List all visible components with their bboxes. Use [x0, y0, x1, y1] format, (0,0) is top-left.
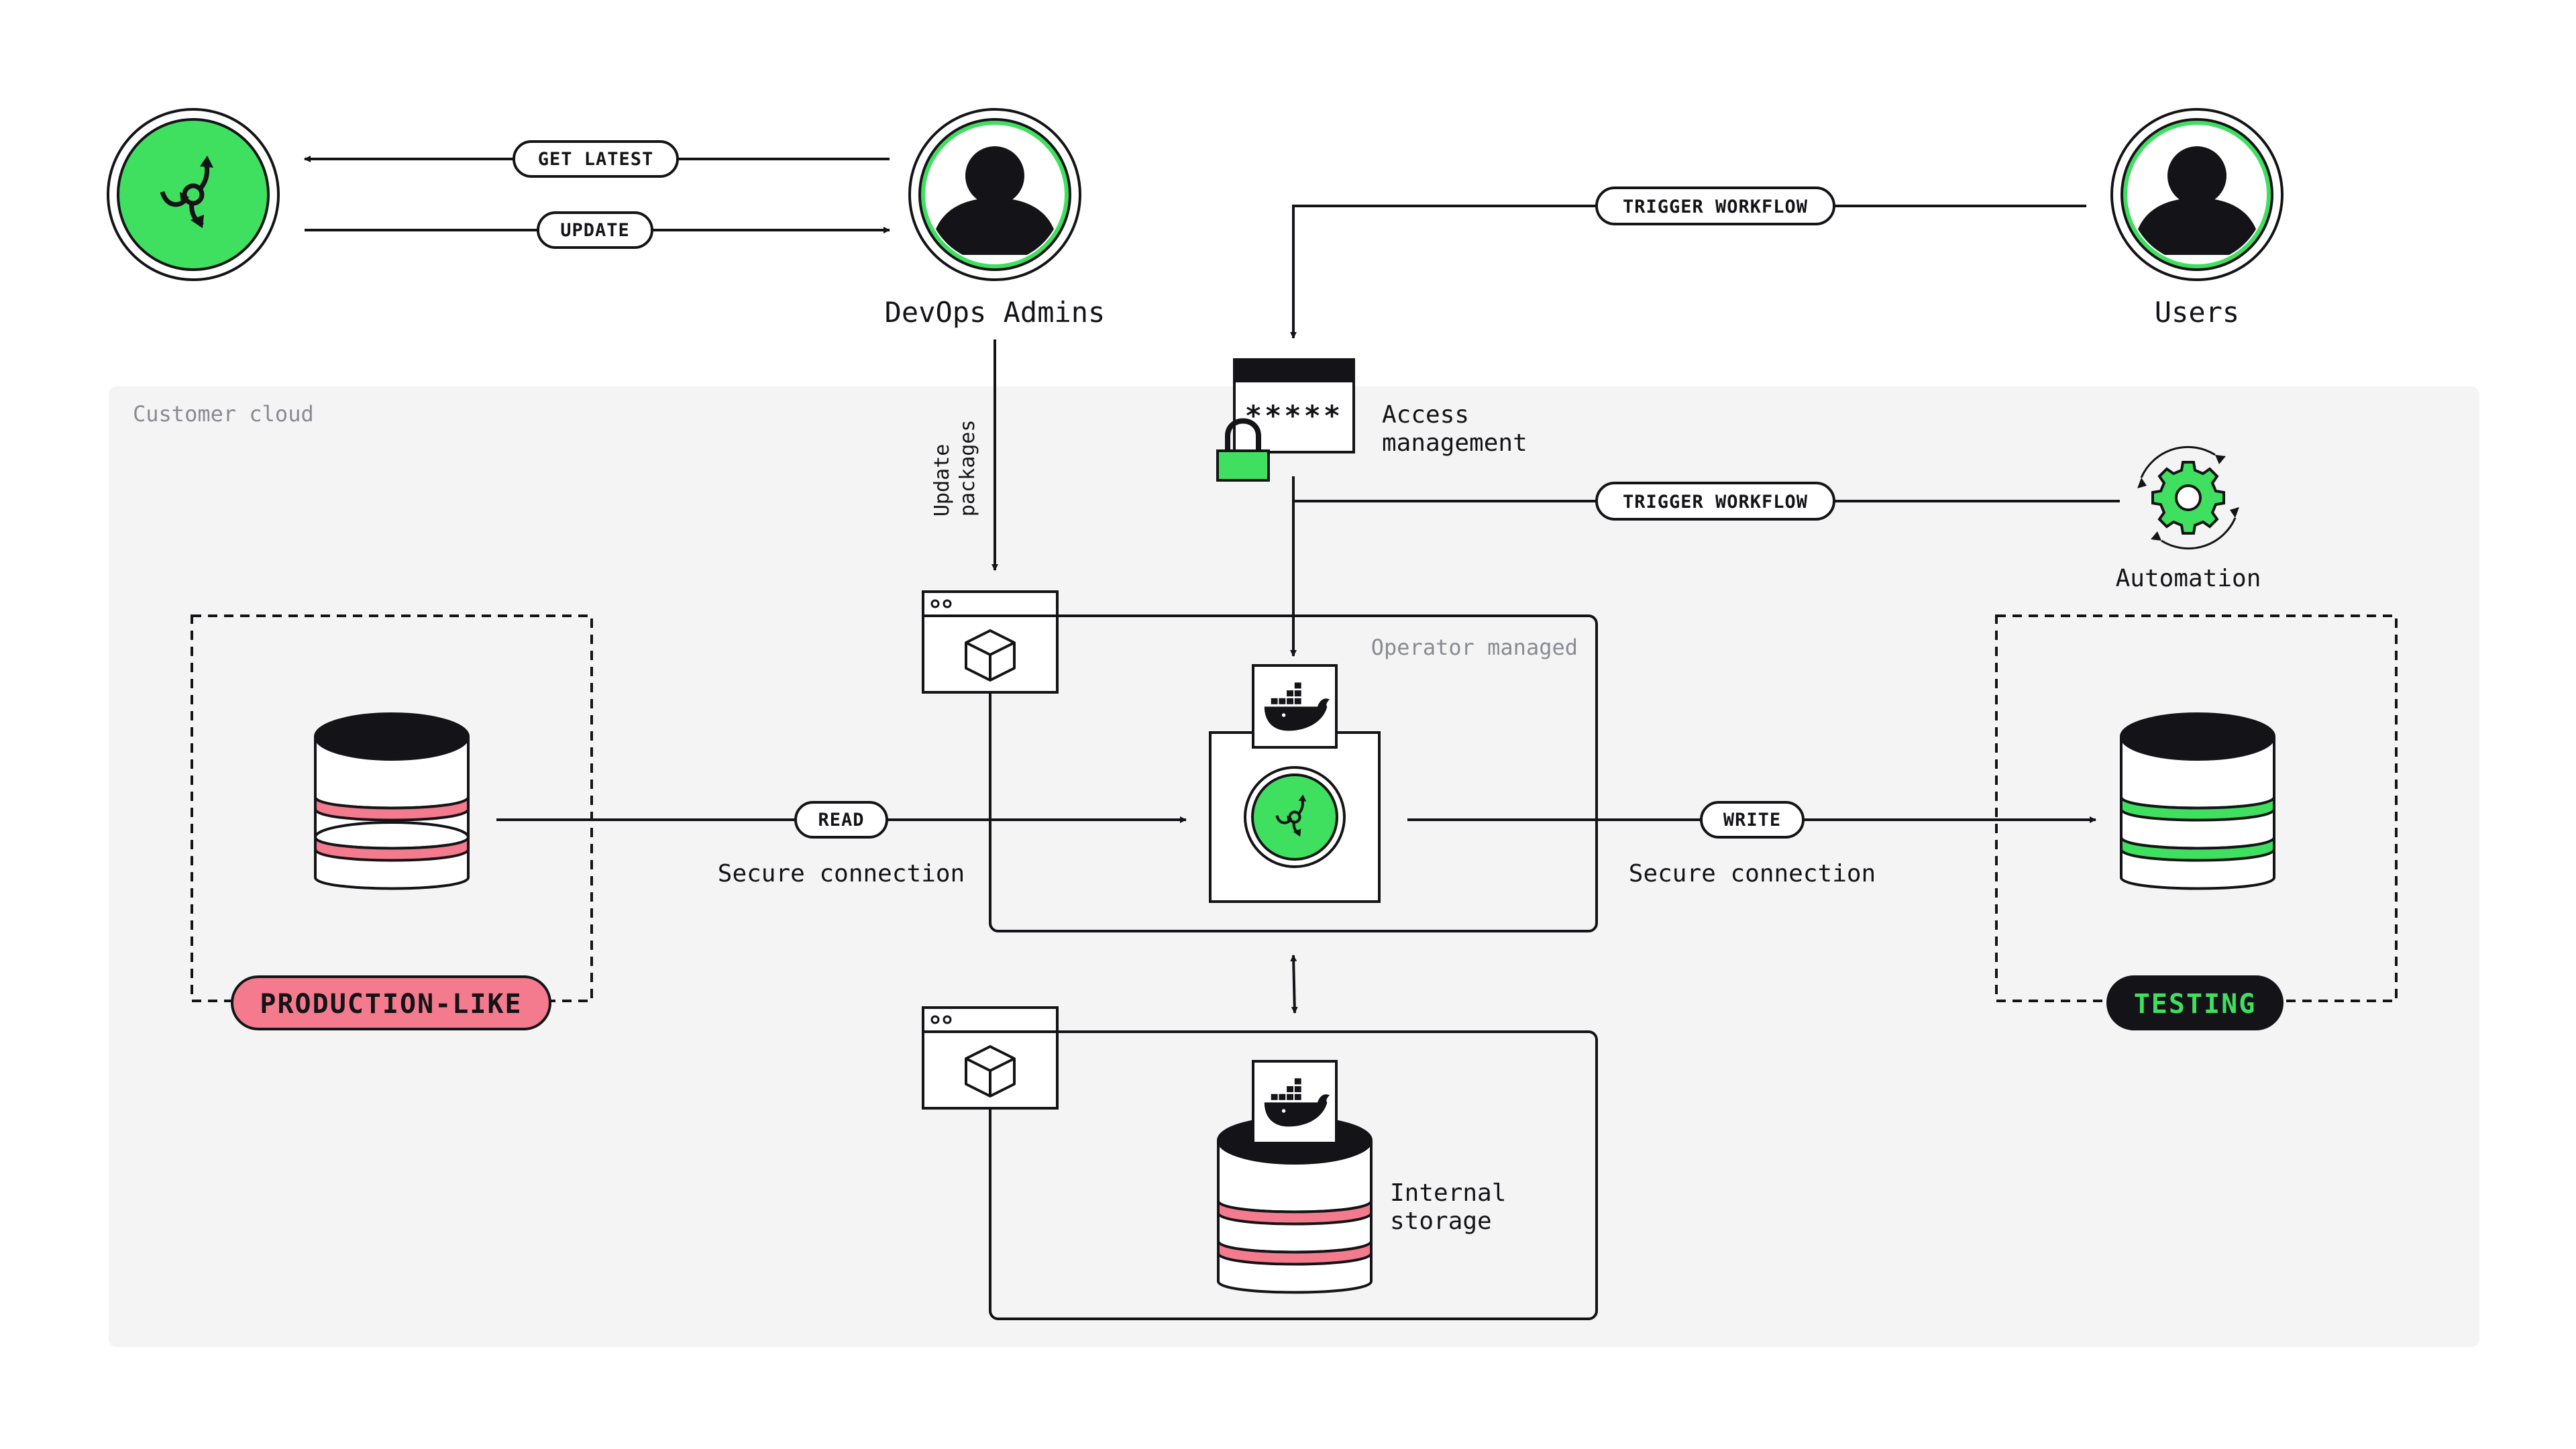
get-latest-pill: GET LATEST	[513, 140, 679, 178]
svg-text:WRITE: WRITE	[1723, 810, 1781, 830]
package-window-icon	[922, 590, 1059, 694]
operator-managed-label: Operator managed	[1371, 635, 1578, 660]
users-trigger-arrow	[1290, 205, 2086, 339]
secure-connection-right-label: Secure connection	[1629, 860, 1876, 888]
devops-avatar-icon	[910, 109, 1080, 280]
devops-admins-label: DevOps Admins	[885, 296, 1106, 329]
svg-text:TESTING: TESTING	[2134, 989, 2257, 1020]
update-packages-label: Update packages	[930, 420, 979, 517]
internal-storage-region	[989, 1030, 1598, 1320]
trigger-workflow-pill-users: TRIGGER WORKFLOW	[1595, 186, 1835, 225]
production-database-icon	[314, 712, 470, 890]
logo-icon	[107, 108, 280, 281]
users-label: Users	[2155, 296, 2239, 329]
svg-text:READ: READ	[818, 810, 864, 830]
svg-text:TRIGGER WORKFLOW: TRIGGER WORKFLOW	[1623, 492, 1808, 513]
automation-gear-icon	[2137, 445, 2239, 550]
testing-database-icon	[2120, 712, 2275, 890]
automation-label: Automation	[2116, 565, 2261, 592]
svg-text:*****: *****	[1245, 399, 1343, 432]
write-pill: WRITE	[1700, 801, 1805, 839]
secure-connection-left-label: Secure connection	[718, 860, 965, 888]
users-avatar-icon	[2112, 109, 2282, 280]
production-like-badge: PRODUCTION-LIKE	[231, 975, 551, 1030]
svg-text:PRODUCTION-LIKE: PRODUCTION-LIKE	[260, 989, 522, 1020]
svg-text:TRIGGER WORKFLOW: TRIGGER WORKFLOW	[1623, 197, 1808, 217]
update-pill: UPDATE	[537, 211, 653, 249]
access-management-icon: *****	[1216, 358, 1355, 482]
svg-text:GET LATEST: GET LATEST	[538, 149, 654, 170]
internal-storage-label: Internal storage	[1390, 1179, 1521, 1235]
customer-cloud-label: Customer cloud	[133, 401, 314, 427]
container-block	[1209, 664, 1381, 903]
svg-text:UPDATE: UPDATE	[560, 220, 630, 241]
storage-package-window-icon	[922, 1006, 1059, 1110]
operator-managed-region	[989, 614, 1598, 932]
testing-badge: TESTING	[2106, 975, 2284, 1030]
access-management-label: Access management	[1382, 401, 1527, 457]
read-pill: READ	[794, 801, 888, 839]
storage-sync-arrow	[1290, 955, 1298, 1014]
trigger-workflow-pill-automation: TRIGGER WORKFLOW	[1595, 482, 1835, 521]
